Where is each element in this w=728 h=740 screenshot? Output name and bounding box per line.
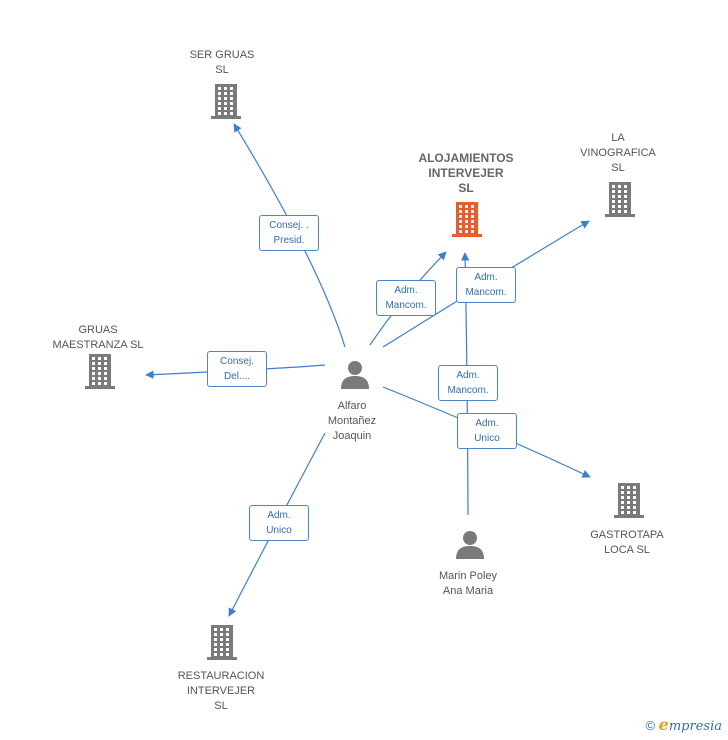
node-label-gruas-maestranza[interactable]: GRUAS MAESTRANZA SL — [52, 324, 144, 351]
edge-label-alfaro-to-restauracion[interactable]: Adm. Unico — [249, 505, 309, 541]
person-icon[interactable] — [455, 529, 485, 564]
person-icon[interactable] — [340, 359, 370, 394]
edge-label-alfaro-to-ser-gruas[interactable]: Consej. . Presid. — [259, 215, 319, 251]
node-label-alfaro[interactable]: Alfaro Montañez Joaquin — [327, 400, 377, 442]
building-icon[interactable] — [614, 482, 644, 523]
edge-label-alfaro-to-gastrotapa[interactable]: Adm. Unico — [457, 413, 517, 449]
footer-brand: © empresia — [645, 715, 722, 734]
node-label-alojamientos[interactable]: ALOJAMIENTOS INTERVEJER SL — [418, 151, 514, 195]
building-icon[interactable] — [605, 181, 635, 222]
edge-label-alfaro-to-la-vinografica[interactable]: Adm. Mancom. — [456, 267, 516, 303]
building-icon[interactable] — [207, 624, 237, 665]
brand-name: mpresia — [668, 719, 722, 734]
node-label-la-vinografica[interactable]: LA VINOGRAFICA SL — [580, 132, 656, 174]
brand-initial: e — [658, 715, 669, 734]
edge-label-marin-to-alojamientos[interactable]: Adm. Mancom. — [438, 365, 498, 401]
edge-label-alfaro-to-gruas-maestranza[interactable]: Consej. Del.... — [207, 351, 267, 387]
node-label-gastrotapa[interactable]: GASTROTAPA LOCA SL — [590, 529, 664, 556]
copyright-symbol: © — [645, 718, 656, 733]
building-icon[interactable] — [452, 201, 482, 242]
node-label-ser-gruas[interactable]: SER GRUAS SL — [189, 49, 255, 76]
building-icon[interactable] — [211, 83, 241, 124]
edge-label-alfaro-to-alojamientos[interactable]: Adm. Mancom. — [376, 280, 436, 316]
node-label-marin[interactable]: Marin Poley Ana Maria — [438, 570, 498, 597]
building-icon[interactable] — [85, 353, 115, 394]
node-label-restauracion[interactable]: RESTAURACION INTERVEJER SL — [177, 670, 265, 712]
